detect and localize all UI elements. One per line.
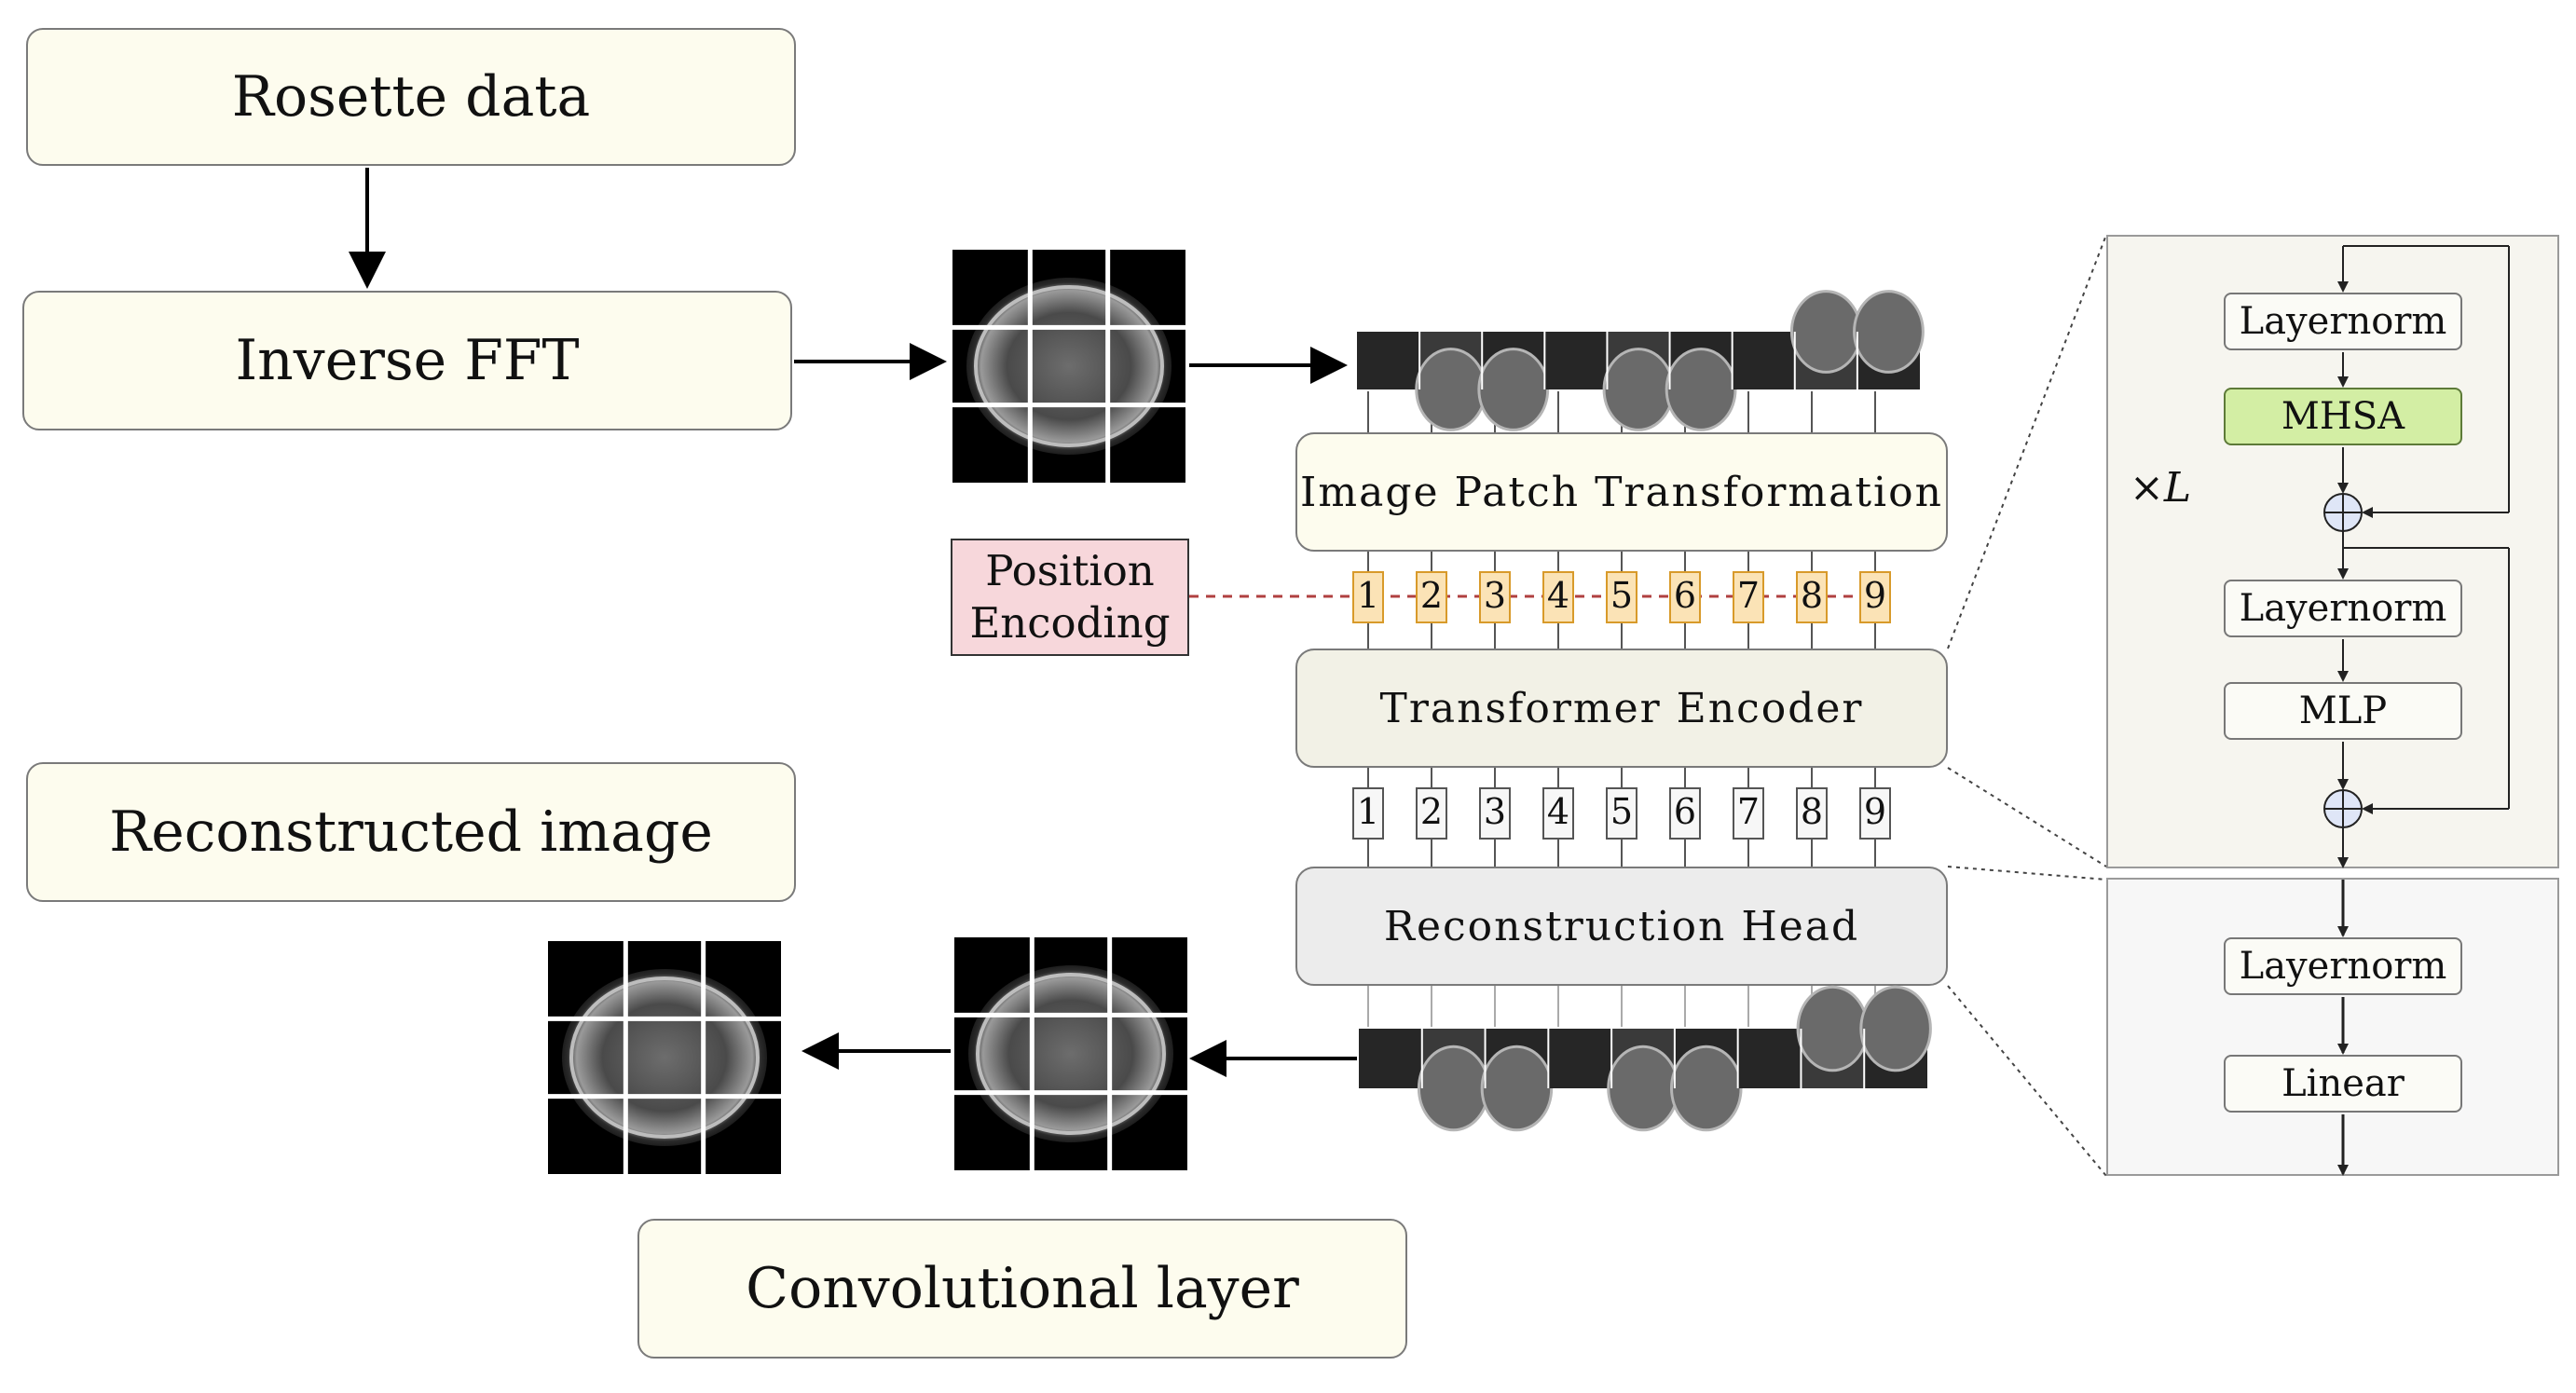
image-patch-transformation-label: Image Patch Transformation [1300, 468, 1943, 516]
reconstructed-image-label: Reconstructed image [109, 799, 713, 865]
position-token-5: 5 [1606, 571, 1637, 623]
head-layernorm-block: Layernorm [2224, 937, 2462, 995]
encoded-token-4: 4 [1542, 787, 1574, 840]
position-token-7: 7 [1733, 571, 1764, 623]
mhsa-block: MHSA [2224, 388, 2462, 445]
position-encoding-box: Position Encoding [951, 539, 1189, 656]
position-token-2: 2 [1416, 571, 1447, 623]
encoded-token-3: 3 [1479, 787, 1511, 840]
svg-text:1: 1 [1357, 575, 1379, 616]
linear-block: Linear [2224, 1055, 2462, 1113]
rosette-data-box: Rosette data [26, 28, 796, 166]
layernorm-1-block: Layernorm [2224, 293, 2462, 350]
head-layernorm-label: Layernorm [2239, 945, 2447, 988]
svg-text:9: 9 [1864, 575, 1886, 616]
position-token-8: 8 [1796, 571, 1828, 623]
zoom-line-1 [1947, 234, 2107, 649]
svg-text:5: 5 [1610, 575, 1633, 616]
image-patch-transformation-box: Image Patch Transformation [1295, 432, 1948, 552]
rosette-data-label: Rosette data [231, 64, 591, 130]
encoded-token-9: 9 [1859, 787, 1891, 840]
svg-text:4: 4 [1547, 791, 1569, 832]
encoded-token-1: 1 [1352, 787, 1384, 840]
svg-text:7: 7 [1737, 575, 1760, 616]
patch-strip-input [1357, 290, 1925, 431]
residual-add-1-icon [2323, 493, 2363, 532]
svg-text:8: 8 [1801, 575, 1823, 616]
convolutional-layer-box: Convolutional layer [637, 1219, 1407, 1359]
patch-grid-output [548, 941, 781, 1174]
position-encoding-label: Position Encoding [969, 546, 1171, 648]
patch-strip-output [1359, 985, 1932, 1132]
convolutional-layer-label: Convolutional layer [746, 1256, 1299, 1321]
svg-text:6: 6 [1674, 575, 1696, 616]
position-token-4: 4 [1542, 571, 1574, 623]
svg-text:2: 2 [1420, 575, 1443, 616]
encoded-token-8: 8 [1796, 787, 1828, 840]
svg-text:1: 1 [1357, 791, 1379, 832]
patch-grid-input [952, 250, 1185, 483]
patch-grid-reassembled [954, 937, 1187, 1170]
svg-text:7: 7 [1737, 791, 1760, 832]
zoom-line-4 [1947, 985, 2107, 1177]
zoom-line-3 [1947, 866, 2107, 881]
reconstruction-head-label: Reconstruction Head [1383, 902, 1860, 950]
head-detail-panel [2106, 878, 2559, 1176]
layernorm-2-label: Layernorm [2239, 587, 2447, 630]
position-token-9: 9 [1859, 571, 1891, 623]
encoded-token-5: 5 [1606, 787, 1637, 840]
linear-label: Linear [2281, 1062, 2405, 1105]
mlp-block: MLP [2224, 682, 2462, 740]
svg-text:8: 8 [1801, 791, 1823, 832]
layernorm-2-block: Layernorm [2224, 580, 2462, 637]
svg-text:2: 2 [1420, 791, 1443, 832]
svg-text:3: 3 [1484, 791, 1506, 832]
inverse-fft-label: Inverse FFT [235, 328, 580, 393]
svg-text:4: 4 [1547, 575, 1569, 616]
transformer-encoder-label: Transformer Encoder [1379, 684, 1864, 732]
position-token-1: 1 [1352, 571, 1384, 623]
encoded-token-6: 6 [1669, 787, 1701, 840]
mlp-label: MLP [2298, 690, 2388, 732]
layernorm-1-label: Layernorm [2239, 300, 2447, 343]
inverse-fft-box: Inverse FFT [22, 291, 792, 430]
reconstruction-head-box: Reconstruction Head [1295, 867, 1948, 986]
mhsa-label: MHSA [2281, 395, 2405, 438]
svg-text:9: 9 [1864, 791, 1886, 832]
encoded-token-2: 2 [1416, 787, 1447, 840]
transformer-encoder-box: Transformer Encoder [1295, 649, 1948, 768]
encoded-token-7: 7 [1733, 787, 1764, 840]
zoom-line-2 [1947, 767, 2107, 867]
svg-text:6: 6 [1674, 791, 1696, 832]
repeat-times-label: ×L [2130, 464, 2192, 512]
reconstructed-image-box: Reconstructed image [26, 762, 796, 902]
residual-add-2-icon [2323, 789, 2363, 828]
position-token-6: 6 [1669, 571, 1701, 623]
position-token-3: 3 [1479, 571, 1511, 623]
svg-text:3: 3 [1484, 575, 1506, 616]
svg-text:5: 5 [1610, 791, 1633, 832]
